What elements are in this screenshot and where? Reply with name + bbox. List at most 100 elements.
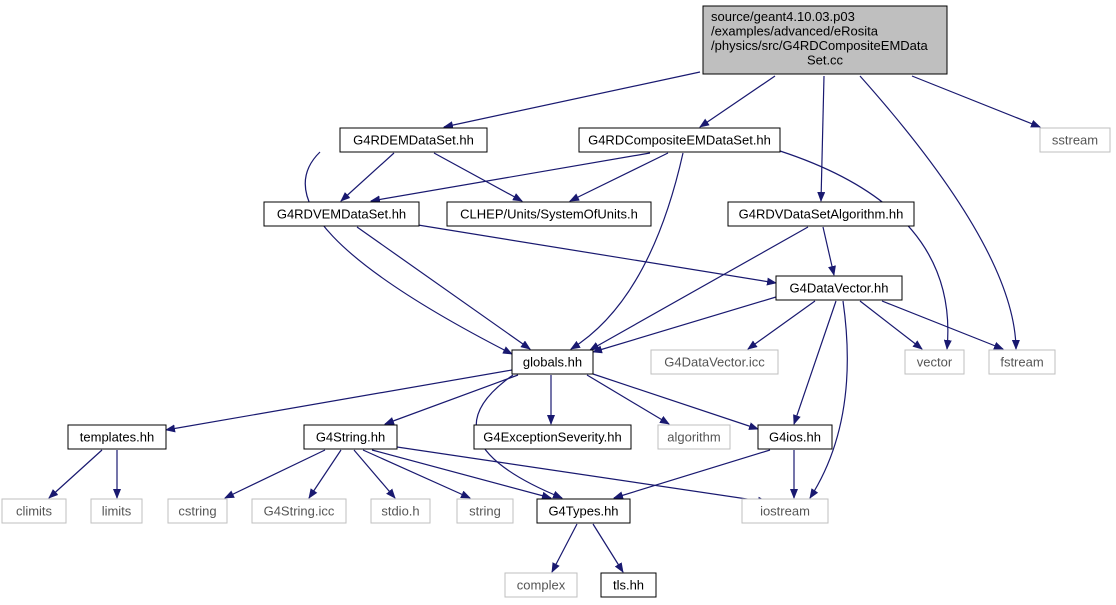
edge-g4rdemdataset-to-g4rdvemdataset	[340, 152, 395, 202]
node-box	[263, 201, 420, 227]
node-globals[interactable]: globals.hh	[511, 349, 594, 375]
node-box	[702, 5, 948, 75]
edge-g4datavector-to-vector	[859, 300, 923, 350]
node-label: stdio.h	[381, 504, 419, 519]
node-g4rdemdataset[interactable]: G4RDEMDataSet.hh	[339, 127, 488, 153]
node-label: complex	[517, 578, 566, 593]
node-cstring: cstring	[167, 498, 228, 524]
edge-g4string-to-g4types	[371, 449, 552, 500]
node-label-line: /physics/src/G4RDCompositeEMData	[711, 38, 928, 53]
node-box	[536, 498, 631, 524]
node-box	[578, 127, 781, 153]
node-g4rdcompositeemdataset[interactable]: G4RDCompositeEMDataSet.hh	[578, 127, 781, 153]
edge-g4string-to-iostream	[396, 446, 768, 505]
edge-templates-to-climits	[48, 449, 103, 499]
node-g4rdvdatasetalgorithm[interactable]: G4RDVDataSetAlgorithm.hh	[727, 201, 915, 227]
node-tls[interactable]: tls.hh	[600, 572, 657, 598]
node-label: G4Types.hh	[548, 504, 618, 519]
edge-g4rdemdataset-to-globals	[304, 151, 513, 355]
edge-g4datavector-to-g4datavectoricc	[747, 300, 816, 350]
node-label: limits	[102, 504, 132, 519]
node-label: globals.hh	[523, 355, 582, 370]
edge-g4datavector-to-fstream	[881, 300, 1004, 350]
node-label: string	[469, 504, 501, 519]
node-box	[650, 349, 779, 375]
node-label: G4RDCompositeEMDataSet.hh	[588, 133, 771, 148]
edge-g4rdcompositeemdataset-to-systemofunits	[569, 152, 669, 202]
node-root[interactable]: source/geant4.10.03.p03/examples/advance…	[702, 5, 948, 75]
node-label: vector	[917, 355, 953, 370]
node-box	[167, 498, 228, 524]
node-label: sstream	[1052, 133, 1098, 148]
node-box	[1, 498, 67, 524]
node-label: tls.hh	[613, 578, 644, 593]
node-box	[904, 349, 965, 375]
node-label: G4RDVEMDataSet.hh	[277, 207, 406, 222]
edge-root-to-fstream	[859, 75, 1020, 350]
node-g4rdvemdataset[interactable]: G4RDVEMDataSet.hh	[263, 201, 420, 227]
node-string: string	[456, 498, 514, 524]
edge-g4ios-to-g4types	[613, 449, 771, 500]
edge-g4rdemdataset-to-systemofunits	[433, 152, 523, 202]
node-box	[446, 201, 652, 227]
node-complex: complex	[504, 572, 578, 598]
node-g4exceptionseverity[interactable]: G4ExceptionSeverity.hh	[473, 424, 632, 450]
edge-g4string-to-stdio	[353, 449, 396, 499]
node-g4string[interactable]: G4String.hh	[303, 424, 398, 450]
node-systemofunits[interactable]: CLHEP/Units/SystemOfUnits.h	[446, 201, 652, 227]
node-box	[741, 498, 829, 524]
node-label-line: source/geant4.10.03.p03	[711, 9, 855, 24]
node-box	[511, 349, 594, 375]
node-box	[775, 275, 903, 301]
edge-g4rdcompositeemdataset-to-globals	[570, 152, 684, 350]
node-box	[251, 498, 347, 524]
edge-root-to-g4rdemdataset	[443, 71, 701, 130]
nodes-layer: source/geant4.10.03.p03/examples/advance…	[1, 5, 1111, 598]
node-sstream: sstream	[1039, 127, 1111, 153]
node-templates[interactable]: templates.hh	[67, 424, 167, 450]
node-iostream: iostream	[741, 498, 829, 524]
node-label: cstring	[178, 504, 216, 519]
edges-layer	[48, 71, 1041, 573]
node-label: templates.hh	[80, 430, 154, 445]
node-box	[90, 498, 143, 524]
node-label: CLHEP/Units/SystemOfUnits.h	[460, 207, 638, 222]
node-box	[303, 424, 398, 450]
node-stdio: stdio.h	[370, 498, 431, 524]
edge-g4string-to-cstring	[224, 449, 326, 499]
node-label: G4String.hh	[316, 430, 385, 445]
node-box	[339, 127, 488, 153]
node-label: algorithm	[667, 430, 720, 445]
edge-root-to-g4rdvdatasetalgorithm	[817, 75, 826, 202]
node-label: G4RDVDataSetAlgorithm.hh	[739, 207, 904, 222]
edge-g4rdcompositeemdataset-to-vector	[779, 150, 952, 350]
node-g4datavector[interactable]: G4DataVector.hh	[775, 275, 903, 301]
node-label: G4ExceptionSeverity.hh	[483, 430, 622, 445]
node-label: climits	[16, 504, 53, 519]
node-label: G4String.icc	[264, 504, 335, 519]
edge-g4string-to-g4stringicc	[308, 449, 342, 499]
edge-g4rdvdatasetalgorithm-to-globals	[589, 226, 809, 351]
node-box	[473, 424, 632, 450]
node-label-line: Set.cc	[807, 53, 844, 68]
node-fstream: fstream	[988, 349, 1056, 375]
edge-globals-to-g4ios	[592, 373, 759, 430]
node-climits: climits	[1, 498, 67, 524]
edge-g4datavector-to-g4ios	[793, 300, 837, 425]
edge-globals-to-g4string	[384, 374, 519, 425]
node-vector: vector	[904, 349, 965, 375]
node-box	[1039, 127, 1111, 153]
node-label: G4DataVector.hh	[789, 281, 888, 296]
node-g4ios[interactable]: G4ios.hh	[757, 424, 833, 450]
edge-g4string-to-string	[362, 449, 471, 499]
edge-g4datavector-to-globals	[592, 296, 777, 354]
node-box	[727, 201, 915, 227]
edge-root-to-sstream	[911, 75, 1041, 128]
node-g4datavectoricc: G4DataVector.icc	[650, 349, 779, 375]
edge-g4rdcompositeemdataset-to-g4rdvemdataset	[370, 152, 651, 204]
node-g4types[interactable]: G4Types.hh	[536, 498, 631, 524]
node-label-line: /examples/advanced/eRosita	[711, 24, 879, 39]
node-box	[600, 572, 657, 598]
node-label: G4ios.hh	[769, 430, 821, 445]
